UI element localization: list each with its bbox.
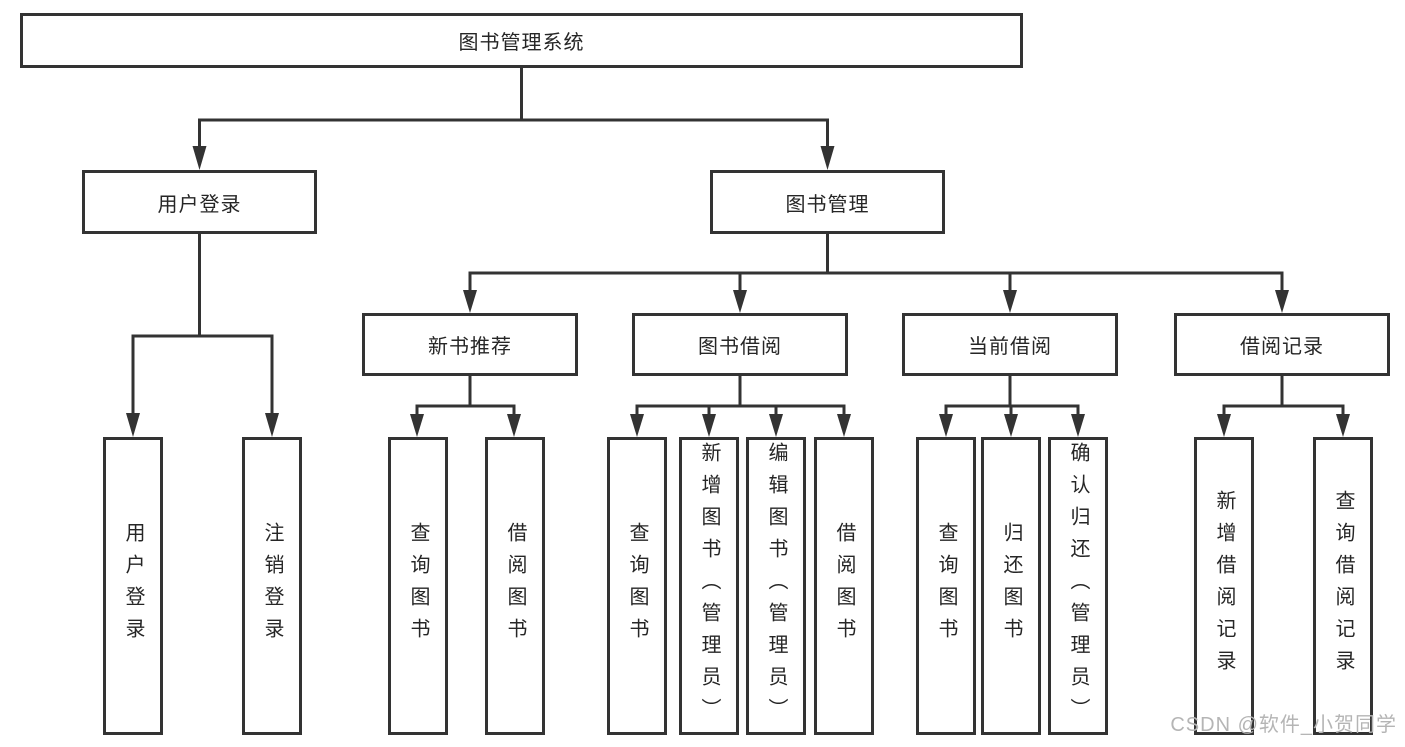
node-current-borrow: 当前借阅	[902, 313, 1118, 376]
connector-borrow-records-to-leaves	[1217, 376, 1350, 437]
leaf-query-books-current-label: 查询图书	[935, 522, 957, 650]
node-book-management: 图书管理	[710, 170, 945, 234]
node-root-system: 图书管理系统	[20, 13, 1023, 68]
leaf-query-books-borrow: 查询图书	[607, 437, 667, 735]
connector-book-mgmt-to-level3	[463, 234, 1289, 313]
leaf-query-books-current: 查询图书	[916, 437, 976, 735]
node-user-login-label: 用户登录	[157, 193, 242, 216]
leaf-logout: 注销登录	[242, 437, 302, 735]
leaf-query-borrow-record: 查询借阅记录	[1313, 437, 1373, 735]
leaf-borrow-books-recommend-label: 借阅图书	[504, 522, 526, 650]
leaf-borrow-books-recommend: 借阅图书	[485, 437, 545, 735]
connector-current-borrow-to-leaves	[939, 376, 1085, 437]
connector-root-to-level2	[192, 68, 835, 170]
leaf-add-books-admin: 新增图书（管理员）	[679, 437, 739, 735]
node-book-borrow-label: 图书借阅	[698, 336, 782, 358]
leaf-add-books-admin-label: 新增图书（管理员）	[698, 442, 720, 730]
leaf-query-books-recommend: 查询图书	[388, 437, 448, 735]
leaf-return-books-label: 归还图书	[1000, 522, 1022, 650]
node-new-book-recommend-label: 新书推荐	[428, 336, 512, 358]
node-new-book-recommend: 新书推荐	[362, 313, 578, 376]
node-user-login: 用户登录	[82, 170, 317, 234]
leaf-logout-label: 注销登录	[261, 522, 283, 650]
node-book-management-label: 图书管理	[785, 193, 870, 216]
node-borrow-records: 借阅记录	[1174, 313, 1390, 376]
leaf-add-borrow-record: 新增借阅记录	[1194, 437, 1254, 735]
connector-book-borrow-to-leaves	[630, 376, 851, 437]
connector-new-book-to-leaves	[410, 376, 521, 437]
leaf-add-borrow-record-label: 新增借阅记录	[1213, 490, 1235, 682]
node-current-borrow-label: 当前借阅	[968, 336, 1052, 358]
leaf-user-login-label: 用户登录	[122, 522, 144, 650]
leaf-query-borrow-record-label: 查询借阅记录	[1332, 490, 1354, 682]
leaf-confirm-return-admin-label: 确认归还（管理员）	[1067, 442, 1089, 730]
leaf-borrow-books-label: 借阅图书	[833, 522, 855, 650]
leaf-confirm-return-admin: 确认归还（管理员）	[1048, 437, 1108, 735]
leaf-edit-books-admin: 编辑图书（管理员）	[746, 437, 806, 735]
node-book-borrow: 图书借阅	[632, 313, 848, 376]
leaf-query-books-recommend-label: 查询图书	[407, 522, 429, 650]
node-borrow-records-label: 借阅记录	[1240, 336, 1324, 358]
leaf-user-login: 用户登录	[103, 437, 163, 735]
connector-user-login-to-leaves	[126, 234, 279, 437]
leaf-query-books-borrow-label: 查询图书	[626, 522, 648, 650]
csdn-watermark: CSDN @软件_小贺同学	[1170, 714, 1397, 736]
leaf-borrow-books: 借阅图书	[814, 437, 874, 735]
leaf-return-books: 归还图书	[981, 437, 1041, 735]
node-root-label: 图书管理系统	[458, 32, 585, 54]
leaf-edit-books-admin-label: 编辑图书（管理员）	[765, 442, 787, 730]
